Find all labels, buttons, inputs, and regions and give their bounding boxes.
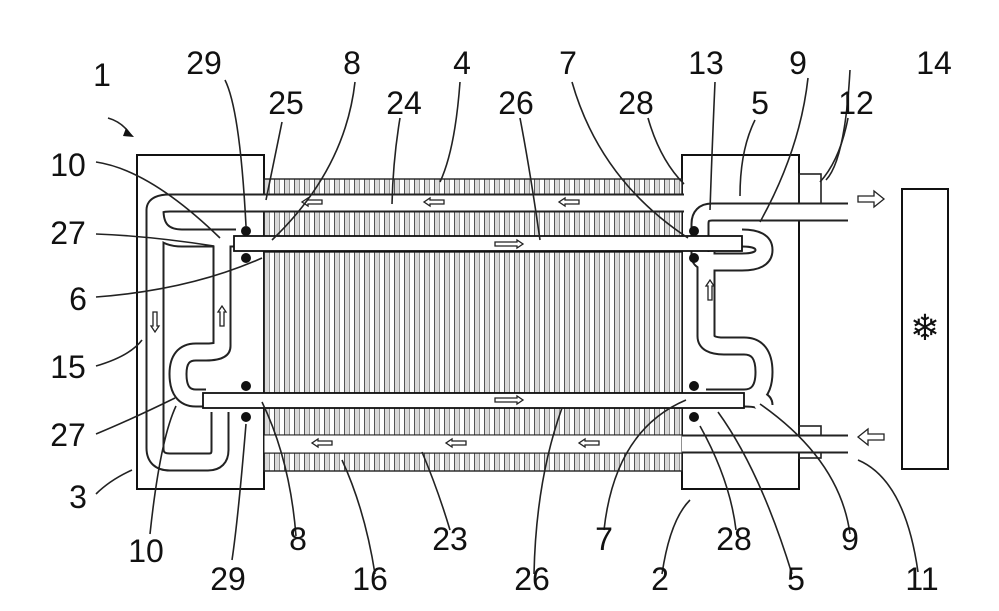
ref-15: 15 (50, 349, 86, 385)
ref-8-top: 8 (343, 45, 361, 81)
ref-29-top: 29 (186, 45, 222, 81)
crossbar-lower (203, 393, 744, 408)
ref-29-bottom: 29 (210, 561, 246, 597)
fin-block-bottom-inner (264, 408, 682, 435)
ref-27-top: 27 (50, 215, 86, 251)
ref-7-top: 7 (559, 45, 577, 81)
ref-10-bottom: 10 (128, 533, 164, 569)
ref-10-top: 10 (50, 147, 86, 183)
ref-5-bottom: 5 (787, 561, 805, 597)
ref-8-bottom: 8 (289, 521, 307, 557)
ref-9-top: 9 (789, 45, 807, 81)
ref-14: 14 (916, 45, 952, 81)
ref-6: 6 (69, 281, 87, 317)
snowflake-icon: ❄ (910, 308, 940, 349)
ref-3: 3 (69, 479, 87, 515)
ref-9-bottom: 9 (841, 521, 859, 557)
ref-26-bottom: 26 (514, 561, 550, 597)
crossbar-upper (234, 236, 742, 251)
ref-28-top: 28 (618, 85, 654, 121)
ref-5-top: 5 (751, 85, 769, 121)
ref-13: 13 (688, 45, 724, 81)
ref-11: 11 (905, 561, 938, 597)
ref-2: 2 (651, 561, 669, 597)
ref-4: 4 (453, 45, 471, 81)
outlet-stub (799, 174, 821, 206)
ref-16: 16 (352, 561, 388, 597)
ref-27-bottom: 27 (50, 417, 86, 453)
ref-28-bottom: 28 (716, 521, 752, 557)
ref-12: 12 (838, 85, 874, 121)
ref-25: 25 (268, 85, 304, 121)
ref-7-bottom: 7 (595, 521, 613, 557)
ref-23: 23 (432, 521, 468, 557)
fin-block-main (264, 252, 682, 393)
ref-1-arrow (123, 128, 134, 137)
ref-24: 24 (386, 85, 422, 121)
ref-26-top: 26 (498, 85, 534, 121)
ref-1: 1 (93, 57, 111, 93)
